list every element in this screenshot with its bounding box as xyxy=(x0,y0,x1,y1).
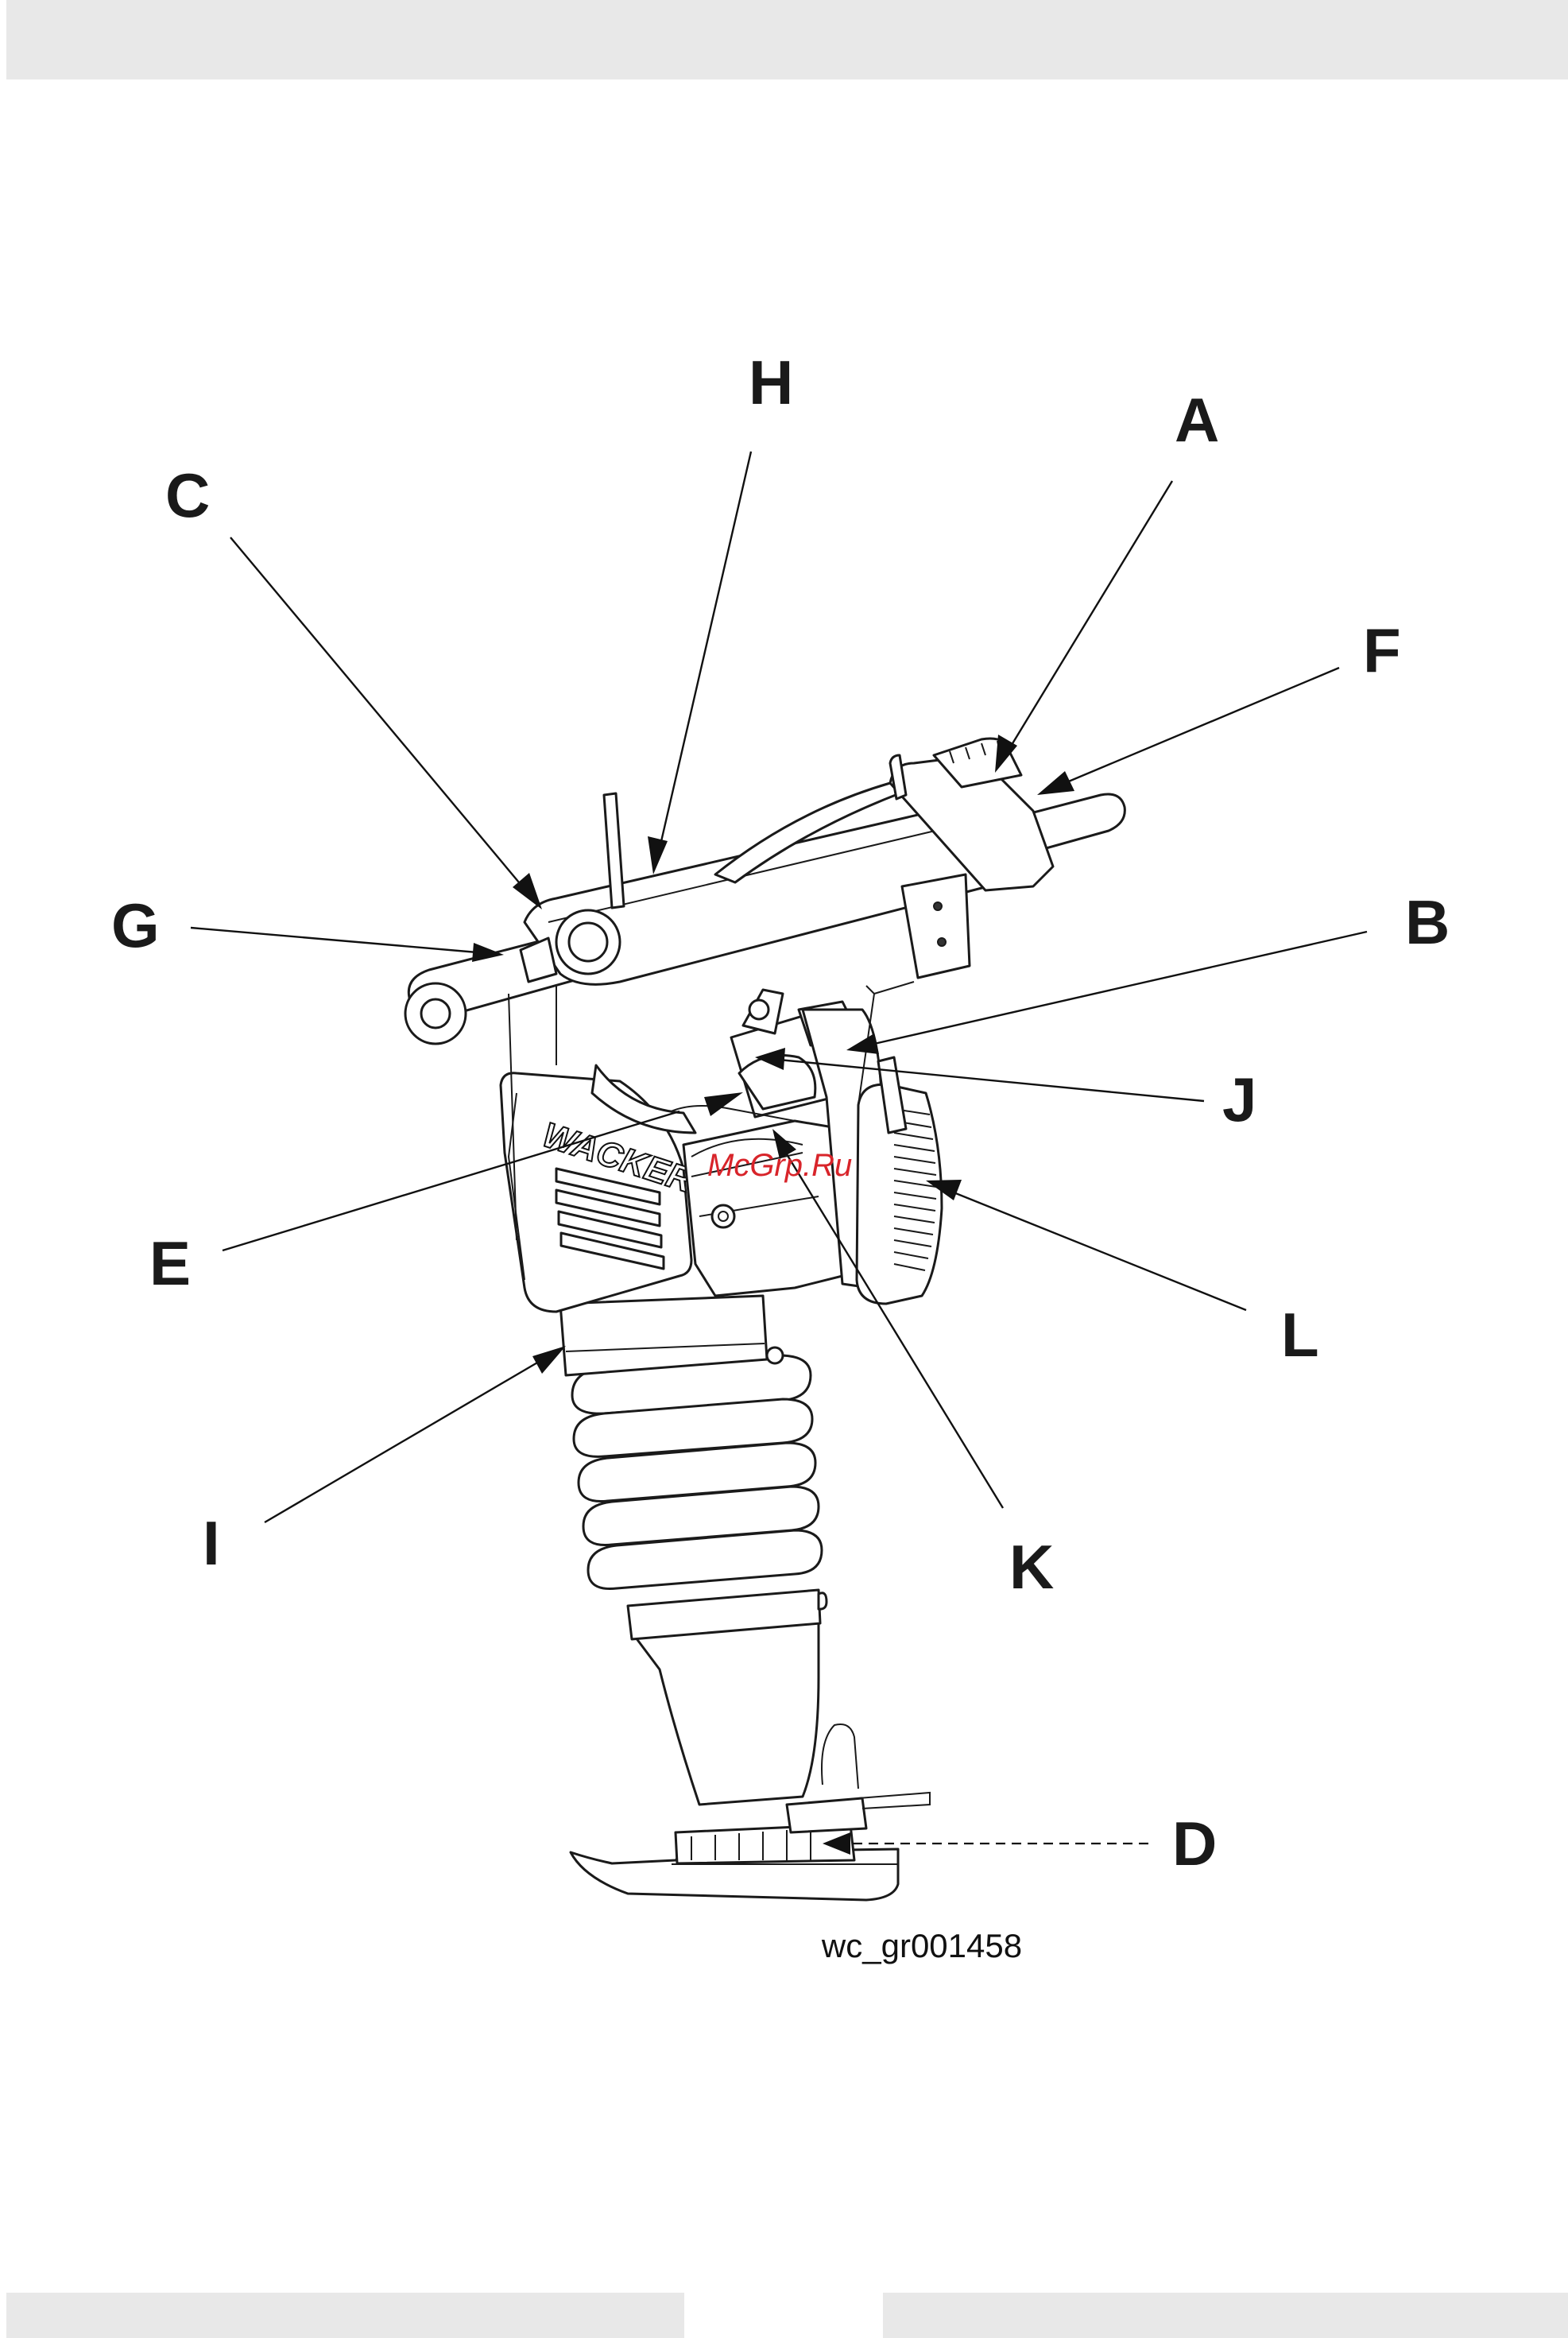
leader-c xyxy=(230,537,519,882)
leader-a xyxy=(1003,481,1172,759)
callout-b: B xyxy=(1405,887,1450,957)
callout-k: K xyxy=(1009,1532,1054,1602)
lower-leg xyxy=(636,1622,819,1805)
callout-a: A xyxy=(1175,385,1219,455)
callout-j: J xyxy=(1222,1064,1256,1134)
footer-band-right xyxy=(883,2293,1568,2338)
bellows xyxy=(572,1355,822,1589)
arrowhead-h xyxy=(648,836,668,874)
callout-e: E xyxy=(149,1228,191,1298)
callout-g: G xyxy=(111,890,160,960)
arrowhead-f xyxy=(1037,771,1074,795)
watermark-text: McGrp.Ru xyxy=(707,1148,852,1184)
callout-d: D xyxy=(1172,1809,1217,1879)
leader-g xyxy=(191,928,486,953)
callout-f: F xyxy=(1363,615,1401,685)
arrowhead-e xyxy=(704,1092,743,1116)
callout-h: H xyxy=(749,347,793,417)
leader-f xyxy=(1055,668,1339,787)
callout-i: I xyxy=(203,1508,220,1578)
leader-i xyxy=(265,1359,543,1522)
footer-band-left xyxy=(6,2293,684,2338)
machine-drawing: WACKER xyxy=(405,739,1125,1900)
leader-l xyxy=(950,1191,1246,1310)
arrowhead-i xyxy=(532,1346,566,1374)
figure-code: wc_gr001458 xyxy=(803,1927,1041,1965)
leader-h xyxy=(657,452,751,859)
callout-l: L xyxy=(1281,1300,1319,1370)
arrowhead-c xyxy=(513,873,542,909)
callout-c: C xyxy=(165,460,210,530)
